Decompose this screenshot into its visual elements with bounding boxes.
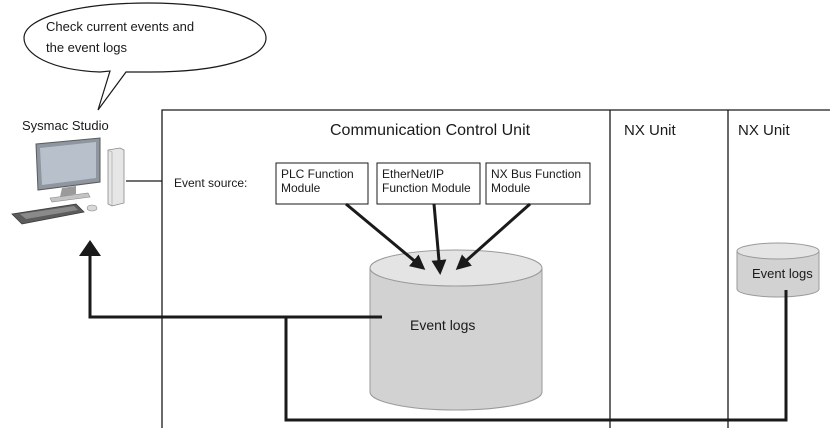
nx-unit-title-1: NX Unit (624, 122, 676, 139)
log-retrieval-path (88, 253, 788, 422)
nx-unit-title-2: NX Unit (738, 122, 790, 139)
event-source-label: Event source: (174, 176, 248, 190)
module-ethernetip-line-2: Function Module (382, 181, 471, 195)
module-box-nx-bus (485, 162, 591, 205)
bubble-line-2: the event logs (46, 40, 127, 55)
desktop-computer-icon (11, 137, 125, 225)
module-ethernetip-line-1: EtherNet/IP (382, 167, 445, 181)
ccu-title: Communication Control Unit (330, 122, 531, 139)
module-nxbus-line-1: NX Bus Function (491, 167, 582, 181)
bubble-line-1: Check current events and (46, 19, 195, 34)
ccu-log-to-pc-line (88, 253, 382, 319)
module-box-ethernetip (376, 162, 481, 205)
module-plc-line-2: Module (281, 181, 321, 195)
module-plc-line-1: PLC Function (281, 167, 354, 181)
speech-bubble-text: Check current events and the event logs (46, 16, 236, 58)
nx-log-to-bus-line (284, 290, 788, 422)
arrow-plc-to-log (345, 202, 426, 270)
computer-label: Sysmac Studio (22, 118, 109, 133)
module-ethernetip-label: EtherNet/IP Function Module (382, 167, 486, 195)
ccu-frame (161, 109, 830, 428)
unit-frames (161, 109, 830, 428)
ccu-event-logs-label: Event logs (410, 317, 476, 333)
arrow-ethernetip-to-log (431, 203, 447, 275)
module-to-log-arrows (345, 202, 531, 275)
module-boxes (275, 162, 591, 205)
event-log-cylinder-nx (736, 242, 820, 298)
module-plc-label: PLC Function Module (281, 167, 371, 195)
module-box-plc (275, 162, 369, 205)
module-nxbus-line-2: Module (491, 181, 531, 195)
arrow-nxbus-to-log (455, 202, 531, 270)
module-nxbus-label: NX Bus Function Module (491, 167, 595, 195)
nx-event-logs-label: Event logs (752, 266, 813, 281)
speech-bubble (23, 2, 267, 111)
arrow-up-to-pc (79, 240, 101, 256)
